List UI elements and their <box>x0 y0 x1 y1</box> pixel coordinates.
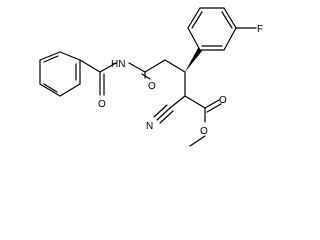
bond <box>39 83 61 97</box>
ketone-oxygen-label: O <box>148 81 156 92</box>
main-chain <box>128 59 186 80</box>
bond <box>169 95 186 109</box>
chemical-structure-diagram: HN O O F N O O <box>39 7 263 147</box>
bond <box>164 59 186 73</box>
bond <box>39 51 61 61</box>
aromatic-double-bond <box>221 11 233 29</box>
stereo-wedge-bond <box>185 48 202 72</box>
triple-bond <box>153 104 168 118</box>
aromatic-double-bond <box>43 55 59 63</box>
amide-oxygen-label: O <box>98 99 106 110</box>
atom-labels: HN O O F N O O <box>98 24 263 137</box>
cyano-ester-group <box>153 71 222 147</box>
double-bond <box>141 73 151 80</box>
bond <box>223 7 237 29</box>
nh-label: HN <box>111 59 125 70</box>
bond <box>59 83 81 97</box>
ester-ether-oxygen-label: O <box>200 126 208 137</box>
benzoyl-phenyl-ring <box>39 51 81 97</box>
aromatic-double-bond <box>43 83 58 93</box>
fluorophenyl-ring <box>187 7 257 51</box>
bond <box>144 59 166 73</box>
aromatic-double-bond <box>191 11 203 29</box>
triple-bond <box>159 110 174 124</box>
nitrile-nitrogen-label: N <box>146 121 153 132</box>
bond <box>184 95 206 109</box>
bond <box>99 62 117 73</box>
fluorine-label: F <box>257 24 263 35</box>
bond <box>128 62 146 73</box>
ester-carbonyl-oxygen-label: O <box>219 95 227 106</box>
bond <box>187 27 201 51</box>
bond <box>59 51 81 61</box>
bond <box>79 59 101 73</box>
triple-bond <box>156 107 171 121</box>
benzamide-group <box>79 59 117 96</box>
bond <box>187 7 201 29</box>
bond <box>204 99 220 109</box>
double-bond <box>206 103 222 113</box>
bond <box>223 27 237 51</box>
bond <box>189 135 206 147</box>
